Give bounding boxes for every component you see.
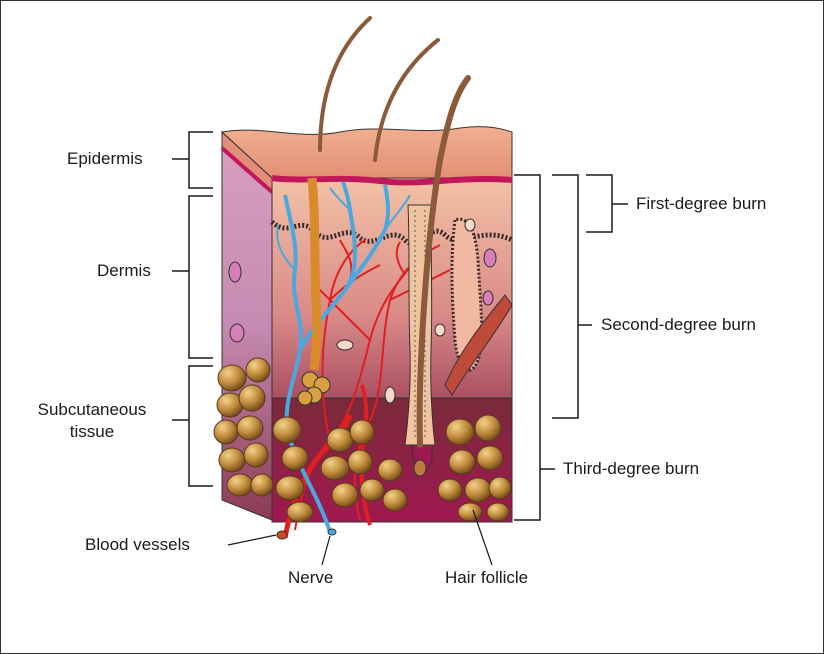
- label-blood-vessels: Blood vessels: [85, 534, 190, 556]
- label-epidermis: Epidermis: [67, 148, 143, 170]
- label-first-degree-burn: First-degree burn: [636, 193, 766, 215]
- label-subcutaneous-tissue: Subcutaneous tissue: [22, 399, 162, 443]
- label-subcutaneous-line1: Subcutaneous: [22, 399, 162, 421]
- label-subcutaneous-line2: tissue: [22, 421, 162, 443]
- artery-cut-end: [277, 531, 287, 539]
- left-brackets: [172, 132, 213, 486]
- label-dermis: Dermis: [97, 260, 151, 282]
- label-hair-follicle: Hair follicle: [445, 567, 528, 589]
- label-nerve: Nerve: [288, 567, 333, 589]
- label-second-degree-burn: Second-degree burn: [601, 314, 756, 336]
- label-third-degree-burn: Third-degree burn: [563, 458, 699, 480]
- nerve-cut-end: [328, 529, 336, 535]
